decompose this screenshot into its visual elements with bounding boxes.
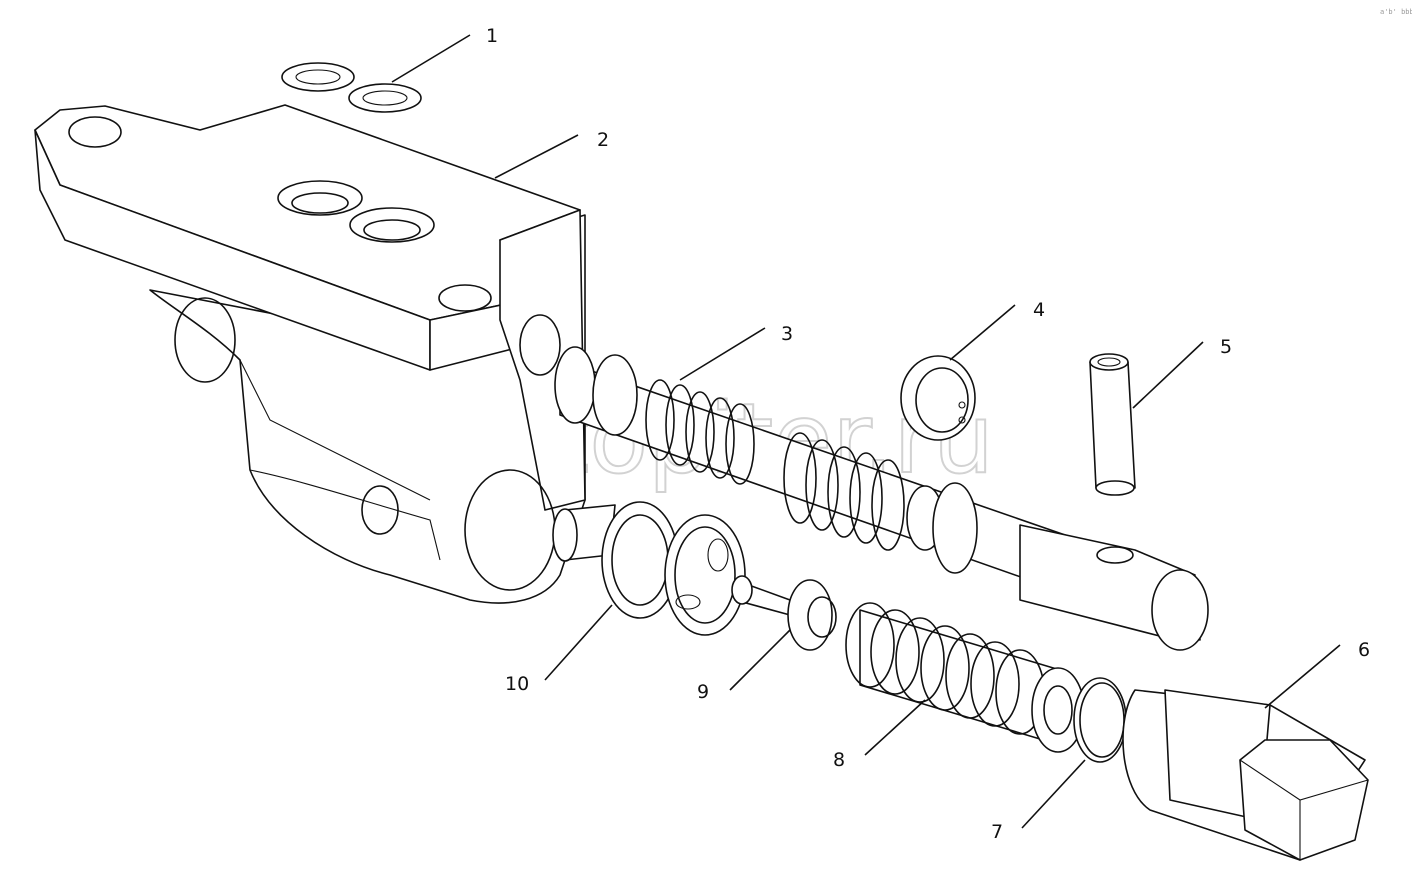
part-6-plug bbox=[1122, 689, 1369, 861]
callout-labels: 1 2 3 4 5 6 7 8 9 10 bbox=[486, 25, 1370, 843]
leader-6 bbox=[1264, 644, 1341, 709]
callout-9: 9 bbox=[697, 681, 709, 703]
leader-8 bbox=[864, 699, 926, 756]
callout-1: 1 bbox=[486, 25, 498, 47]
leader-9 bbox=[729, 629, 791, 691]
leader-7 bbox=[1021, 759, 1086, 829]
corner-mark: a'b' bbb bbox=[1380, 8, 1412, 16]
leader-2 bbox=[494, 134, 579, 179]
leader-10 bbox=[544, 604, 613, 681]
callout-7: 7 bbox=[991, 821, 1003, 843]
part-1-o-rings bbox=[281, 62, 422, 113]
callout-4: 4 bbox=[1033, 299, 1045, 321]
callout-8: 8 bbox=[833, 749, 845, 771]
part-9-valve-stem bbox=[731, 575, 837, 651]
part-2-valve-body bbox=[34, 104, 586, 604]
leader-3 bbox=[679, 327, 766, 381]
part-10-sleeve bbox=[552, 501, 746, 636]
part-7-washer bbox=[1073, 677, 1127, 763]
part-5-pin bbox=[1089, 353, 1136, 496]
leader-4 bbox=[949, 304, 1016, 361]
part-8-spring bbox=[845, 602, 1085, 753]
leader-1 bbox=[391, 34, 471, 83]
callout-3: 3 bbox=[781, 323, 793, 345]
callout-6: 6 bbox=[1358, 639, 1370, 661]
part-3-spool-shaft bbox=[554, 346, 1209, 651]
callout-5: 5 bbox=[1220, 336, 1232, 358]
part-4-retaining-ring bbox=[900, 355, 976, 441]
callout-10: 10 bbox=[505, 673, 529, 695]
leader-5 bbox=[1132, 341, 1204, 409]
callout-2: 2 bbox=[597, 129, 609, 151]
leader-lines bbox=[391, 34, 1341, 829]
